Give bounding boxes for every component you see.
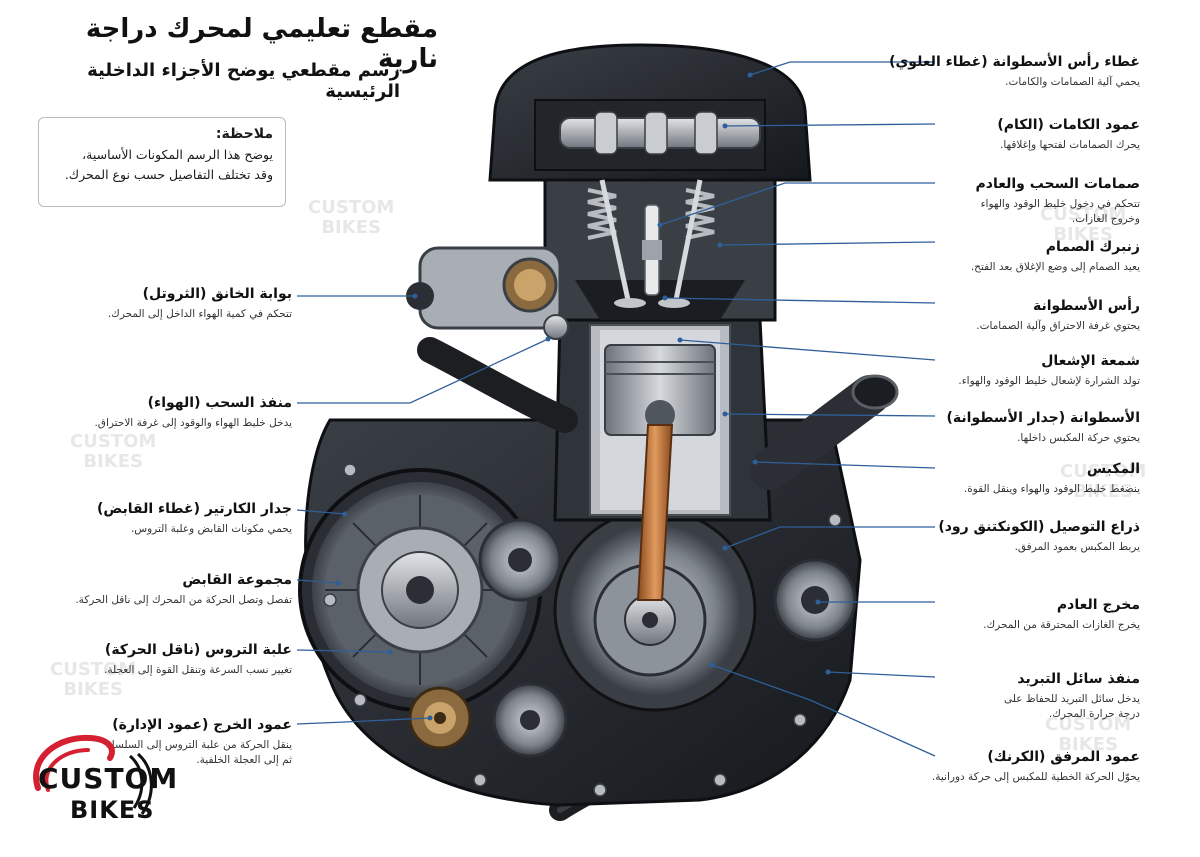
logo-text-custom: CUSTOM <box>38 762 179 795</box>
label-exhaust-outlet: مخرج العادم يخرج الغازات المحترقة من الم… <box>983 597 1140 631</box>
page-subtitle: رسم مقطعي يوضح الأجزاء الداخلية الرئيسية <box>87 60 400 102</box>
label-output-shaft: عمود الخرج (عمود الإدارة) ينقل الحركة من… <box>105 717 292 766</box>
label-clutch-assembly: مجموعة القابض تفصل وتصل الحركة من المحرك… <box>75 572 292 606</box>
label-spark-plug: شمعة الإشعال تولد الشرارة لإشعال خليط ال… <box>958 353 1140 387</box>
label-piston: المكبس ينضغط خليط الوقود والهواء وينقل ا… <box>963 461 1140 495</box>
label-coolant-inlet: منفذ سائل التبريد يدخل سائل التبريد للحف… <box>1004 671 1140 720</box>
label-cylinder-head: رأس الأسطوانة يحتوي غرفة الاحتراق وآلية … <box>976 298 1140 332</box>
label-valve-spring: زنبرك الصمام يعيد الصمام إلى وضع الإغلاق… <box>970 239 1140 273</box>
label-valves: صمامات السحب والعادم تتحكم في دخول خليط … <box>975 176 1141 225</box>
logo-swoosh-icon <box>33 734 153 815</box>
note-box: ملاحظة: يوضح هذا الرسم المكونات الأساسية… <box>38 117 286 207</box>
label-intake-port: منفذ السحب (الهواء) يدخل خليط الهواء وال… <box>94 395 292 429</box>
label-throttle-body: بوابة الخانق (الثروتل) تتحكم في كمية اله… <box>107 286 292 320</box>
custom-bikes-logo: CUSTOM BIKES <box>18 728 177 838</box>
label-cylinder-head-cover: غطاء رأس الأسطوانة (غطاء العلوي) يحمي آل… <box>889 54 1140 88</box>
note-line-1: يوضح هذا الرسم المكونات الأساسية، <box>82 147 273 162</box>
label-crankshaft: عمود المرفق (الكرنك) يحوّل الحركة الخطية… <box>931 749 1140 783</box>
label-gearbox: علبة التروس (ناقل الحركة) تغيير نسب السر… <box>104 642 292 676</box>
note-title: ملاحظة: <box>215 126 273 142</box>
note-line-2: وقد تختلف التفاصيل حسب نوع المحرك. <box>64 167 273 182</box>
logo-text-bikes: BIKES <box>70 796 155 824</box>
label-connecting-rod: ذراع التوصيل (الكونكتنق رود) يربط المكبس… <box>938 519 1140 553</box>
label-clutch-cover: جدار الكارتير (غطاء القابض) يحمي مكونات … <box>96 501 292 535</box>
page-title: مقطع تعليمي لمحرك دراجة نارية <box>85 14 438 74</box>
label-camshaft: عمود الكامات (الكام) يحرك الصمامات لفتحه… <box>997 117 1140 151</box>
label-cylinder: الأسطوانة (جدار الأسطوانة) يحتوي حركة ال… <box>946 410 1140 444</box>
